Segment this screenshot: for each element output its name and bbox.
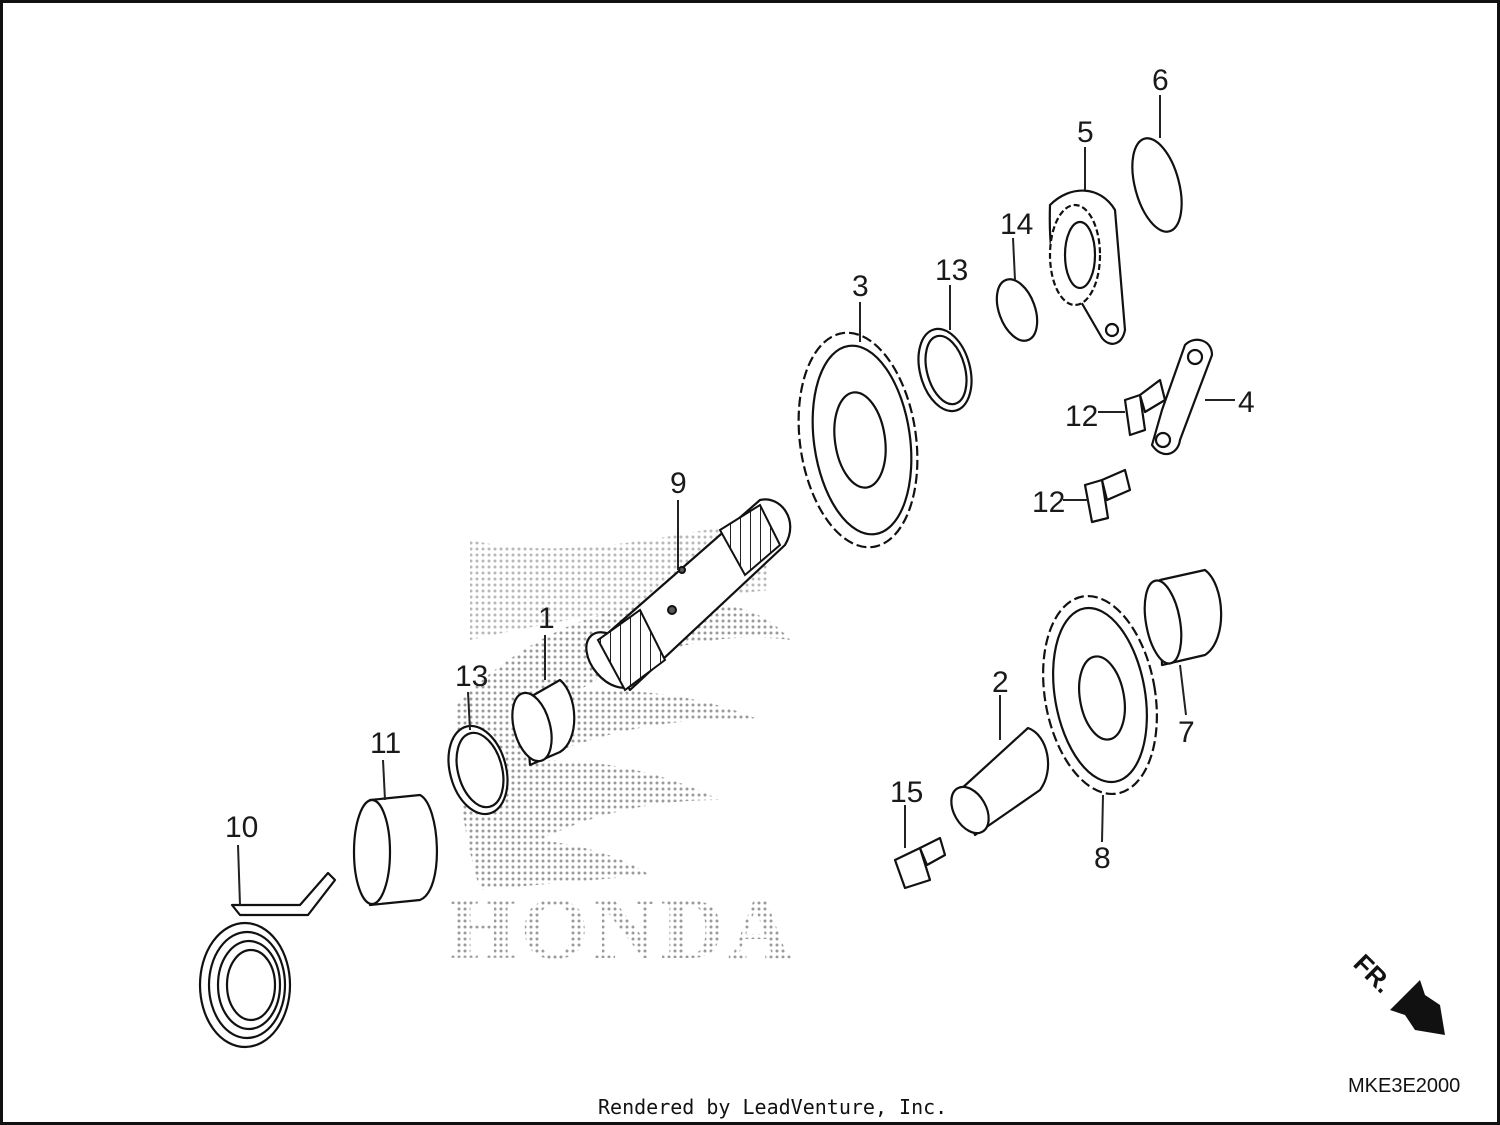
callout-labels: 10 11 13 1 9 3 13 14 5 6 4 12 12 7 8 2 1… (225, 64, 1255, 875)
part-12-lower-bolt (1083, 468, 1132, 524)
callout-15: 15 (890, 776, 923, 809)
part-8-gear (1042, 594, 1158, 796)
callout-3: 3 (852, 270, 869, 303)
part-2-collar (950, 726, 1050, 837)
part-7-bushing (1143, 568, 1223, 667)
part-3-gear (797, 331, 919, 549)
part-13-upper-washer (917, 327, 973, 413)
callout-9: 9 (670, 467, 687, 500)
front-direction-indicator: FR. (1348, 948, 1445, 1035)
leader-lines (237, 95, 1235, 906)
part-12-upper-bolt (1123, 378, 1167, 437)
part-5-ratchet (1048, 189, 1127, 345)
callout-14: 14 (1000, 208, 1033, 241)
part-11-collar (352, 793, 438, 907)
callout-7: 7 (1178, 716, 1195, 749)
callout-13-upper: 13 (935, 254, 968, 287)
fr-label: FR. (1348, 948, 1399, 999)
credit-text: Rendered by LeadVenture, Inc. (598, 1095, 947, 1119)
part-15-bolt (893, 836, 947, 890)
watermark-brand-text: HONDA (448, 881, 796, 978)
callout-4: 4 (1238, 386, 1255, 419)
callout-5: 5 (1077, 116, 1094, 149)
part-10-spring (198, 871, 337, 1049)
callout-13-lower: 13 (455, 660, 488, 693)
part-1-bushing (511, 678, 576, 767)
callout-2: 2 (992, 666, 1009, 699)
honda-wing-watermark (455, 520, 790, 890)
part-4-guide-plate (1150, 338, 1214, 456)
callout-1: 1 (538, 602, 555, 635)
part-13-lower-washer (447, 724, 509, 816)
callout-11: 11 (370, 727, 401, 760)
diagram-code: MKE3E2000 (1348, 1075, 1460, 1097)
fr-arrow-icon (1390, 980, 1445, 1035)
callout-8: 8 (1094, 842, 1111, 875)
callout-10: 10 (225, 811, 258, 844)
part-9-spindle (585, 498, 792, 692)
callout-12-upper: 12 (1065, 400, 1098, 433)
part-6-clip (1131, 137, 1183, 233)
callout-12-lower: 12 (1032, 486, 1065, 519)
part-14-snap-ring (995, 278, 1039, 342)
callout-6: 6 (1152, 64, 1169, 97)
